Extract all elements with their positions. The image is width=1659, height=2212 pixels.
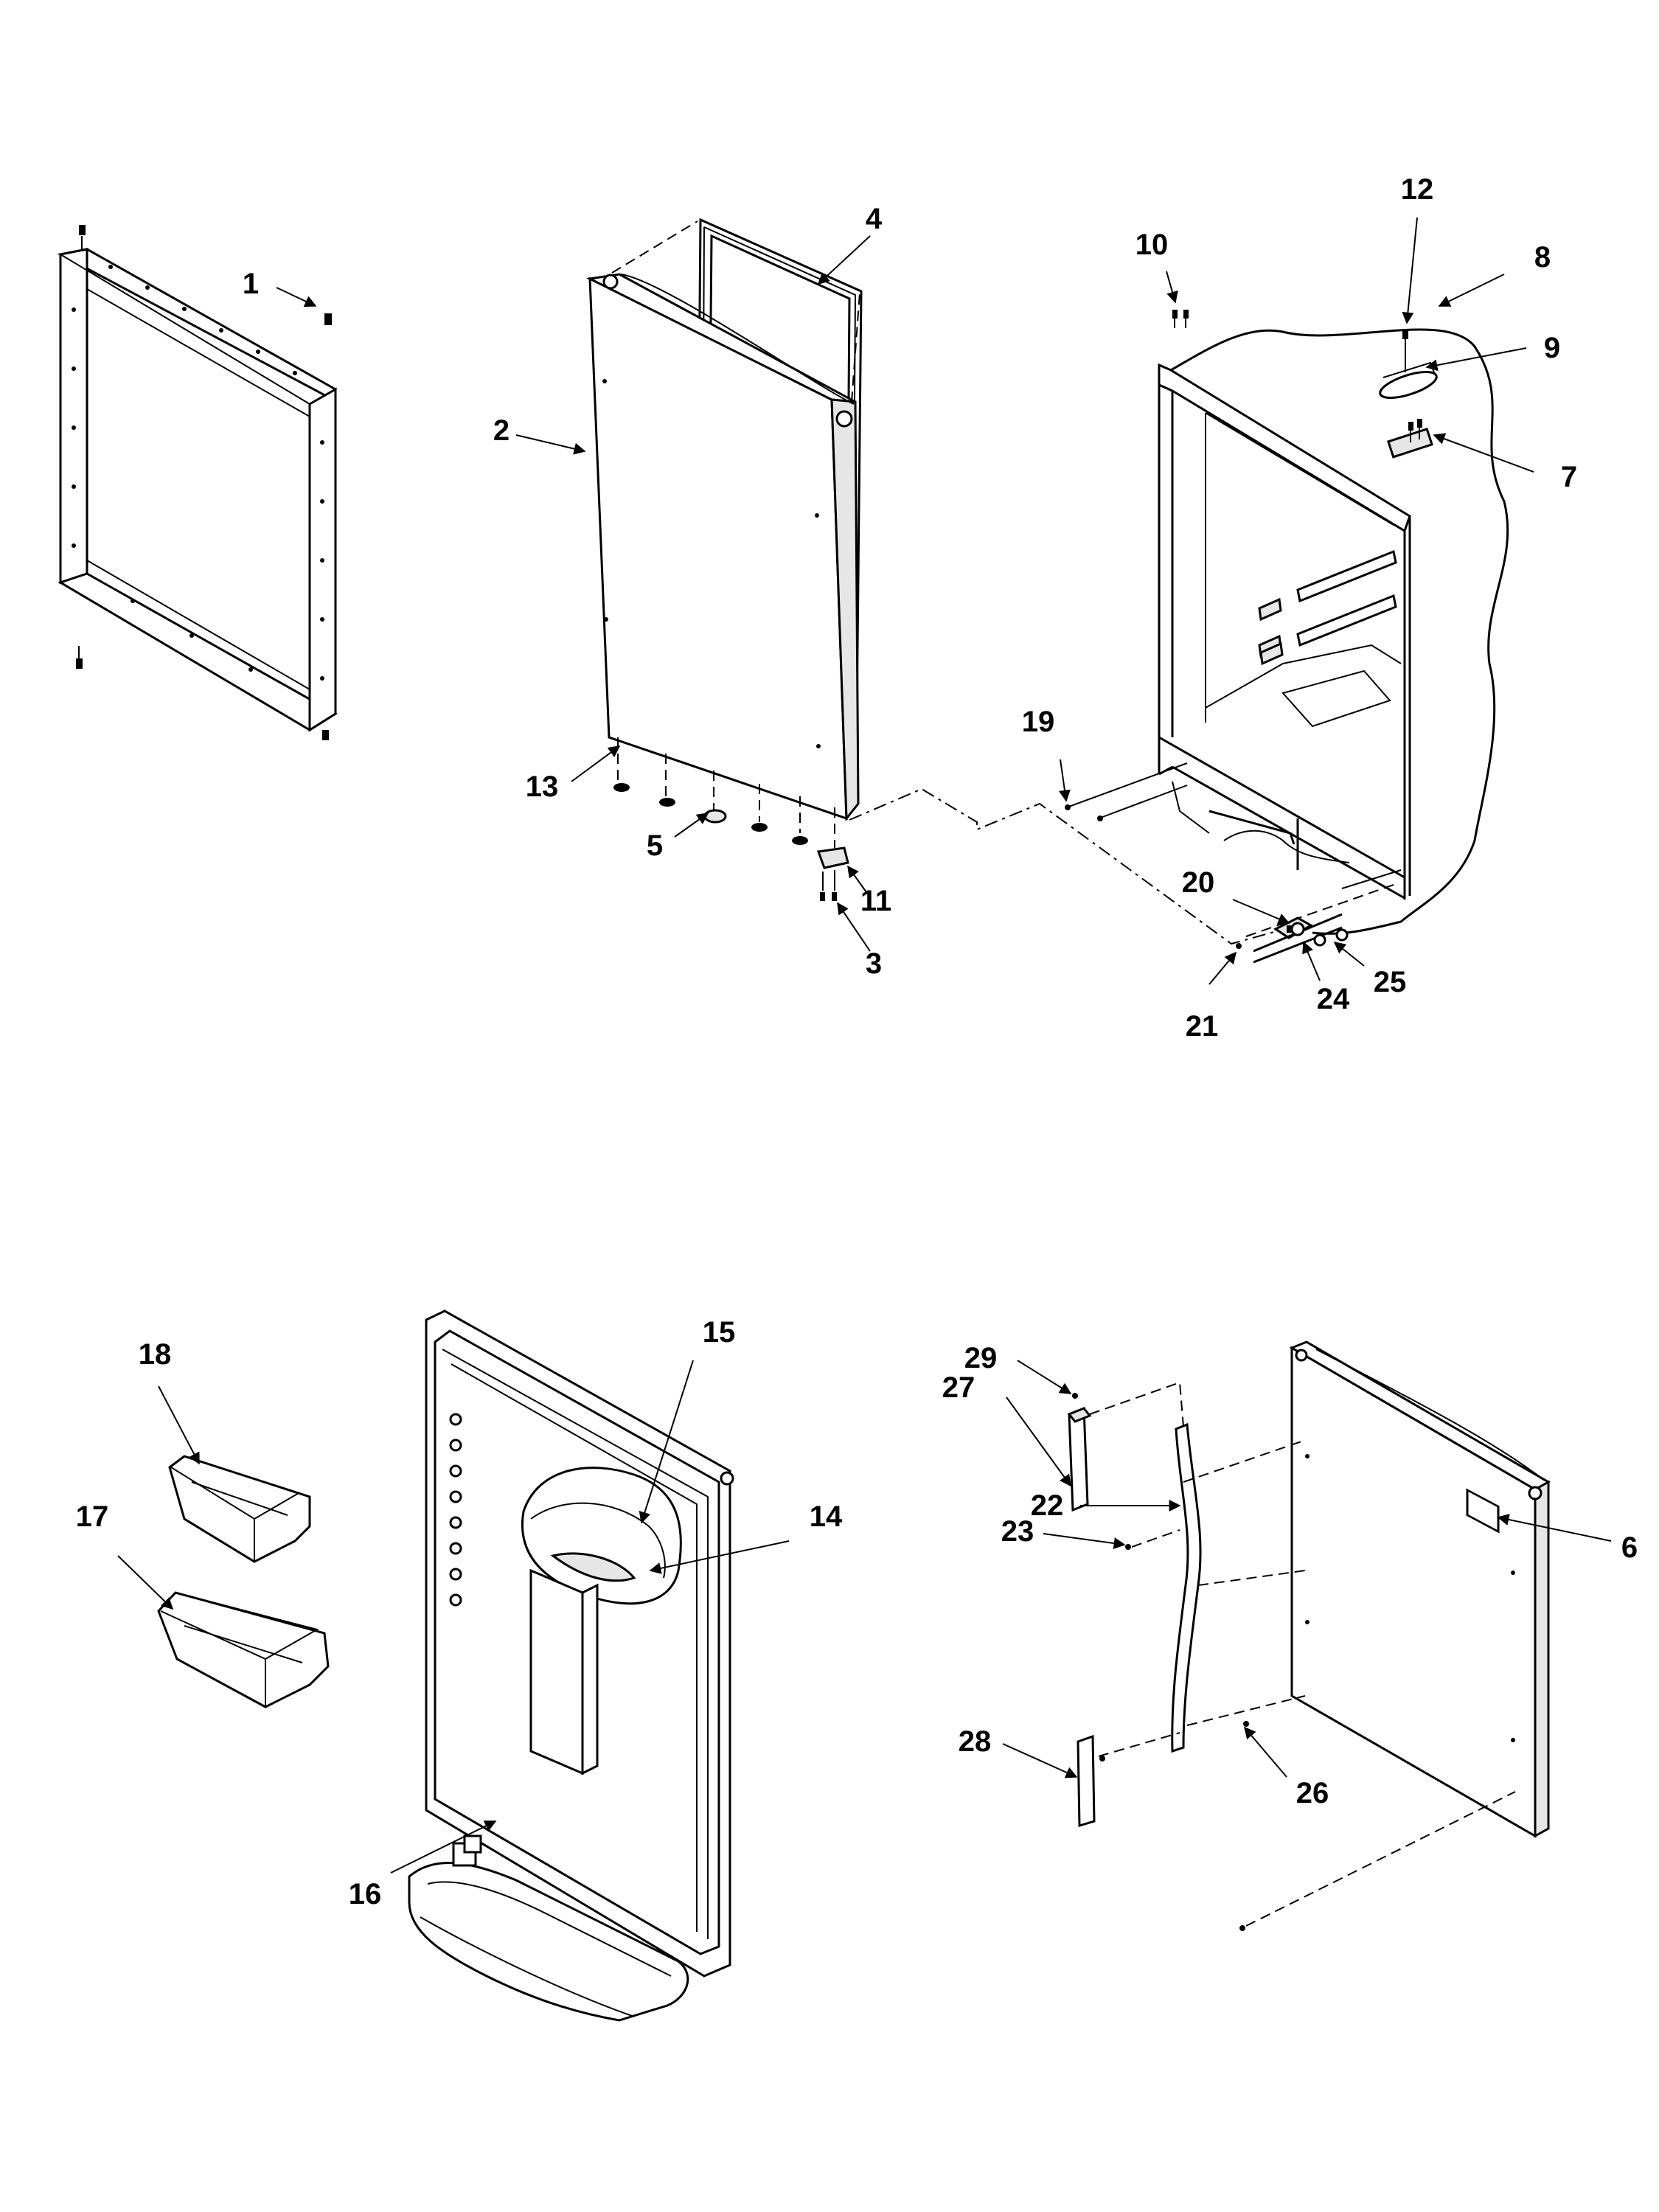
callout-20: 20 [1182,866,1215,899]
callout-labels: 1 2 3 4 5 6 7 8 9 10 11 12 13 14 15 16 1… [76,173,1638,1910]
assembly-guide-line [849,787,1280,945]
callout-27: 27 [942,1371,975,1404]
callout-16: 16 [349,1878,382,1910]
leader-lines [117,217,1612,1874]
callout-21: 21 [1186,1010,1219,1043]
callout-22: 22 [1031,1489,1064,1522]
freezer-door-assembly [586,218,863,901]
door-outer-panel [1289,1340,1551,1838]
door-handle [1067,1381,1516,1931]
door-inner-liner [408,1310,734,2022]
callout-6: 6 [1621,1531,1638,1564]
callout-29: 29 [964,1342,998,1374]
door-bin-lower [157,1591,330,1708]
callout-14: 14 [810,1500,843,1533]
callout-9: 9 [1544,332,1560,364]
callout-28: 28 [959,1725,992,1758]
callout-15: 15 [703,1316,736,1349]
callout-4: 4 [866,203,883,235]
callout-17: 17 [76,1500,109,1533]
door-bin-upper [168,1455,311,1563]
callout-11: 11 [860,885,891,917]
callout-23: 23 [1001,1515,1034,1548]
callout-3: 3 [866,947,882,980]
callout-19: 19 [1022,706,1055,738]
callout-7: 7 [1561,461,1577,493]
cabinet [1065,310,1509,964]
callout-13: 13 [526,771,559,803]
callout-10: 10 [1135,229,1169,261]
callout-24: 24 [1317,983,1350,1015]
callout-26: 26 [1296,1777,1329,1809]
door-frame [57,225,338,740]
callout-25: 25 [1374,966,1407,998]
callout-1: 1 [243,268,259,300]
callout-2: 2 [493,414,509,447]
callout-18: 18 [139,1338,172,1371]
callout-8: 8 [1534,241,1551,274]
callout-5: 5 [647,830,663,862]
callout-12: 12 [1401,173,1434,206]
